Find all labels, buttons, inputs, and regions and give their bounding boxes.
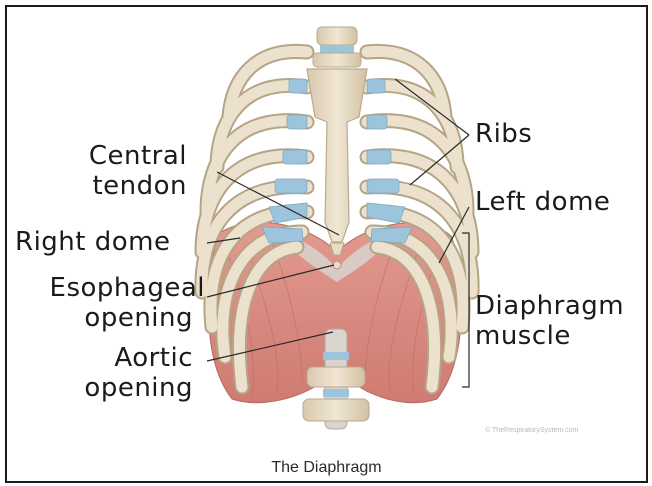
label-central-tendon-2: tendon — [67, 171, 187, 201]
label-esophageal-2: opening — [15, 303, 193, 333]
label-central-tendon-1: Central — [67, 141, 187, 171]
sternum — [307, 69, 367, 255]
label-aortic-2: opening — [15, 373, 193, 403]
watermark: © TheRespiratorySystem.com — [485, 427, 578, 434]
label-esophageal-1: Esophageal — [15, 273, 205, 303]
label-aortic-1: Aortic — [15, 343, 193, 373]
label-ribs: Ribs — [475, 119, 532, 149]
label-diaphragm-2: muscle — [475, 321, 571, 351]
label-diaphragm-1: Diaphragm — [475, 291, 624, 321]
upper-spine — [313, 27, 361, 67]
figure-caption: The Diaphragm — [7, 459, 646, 477]
label-left-dome: Left dome — [475, 187, 610, 217]
label-right-dome: Right dome — [15, 227, 170, 257]
diagram-frame: Ribs Central tendon Left dome Right dome… — [5, 5, 648, 483]
